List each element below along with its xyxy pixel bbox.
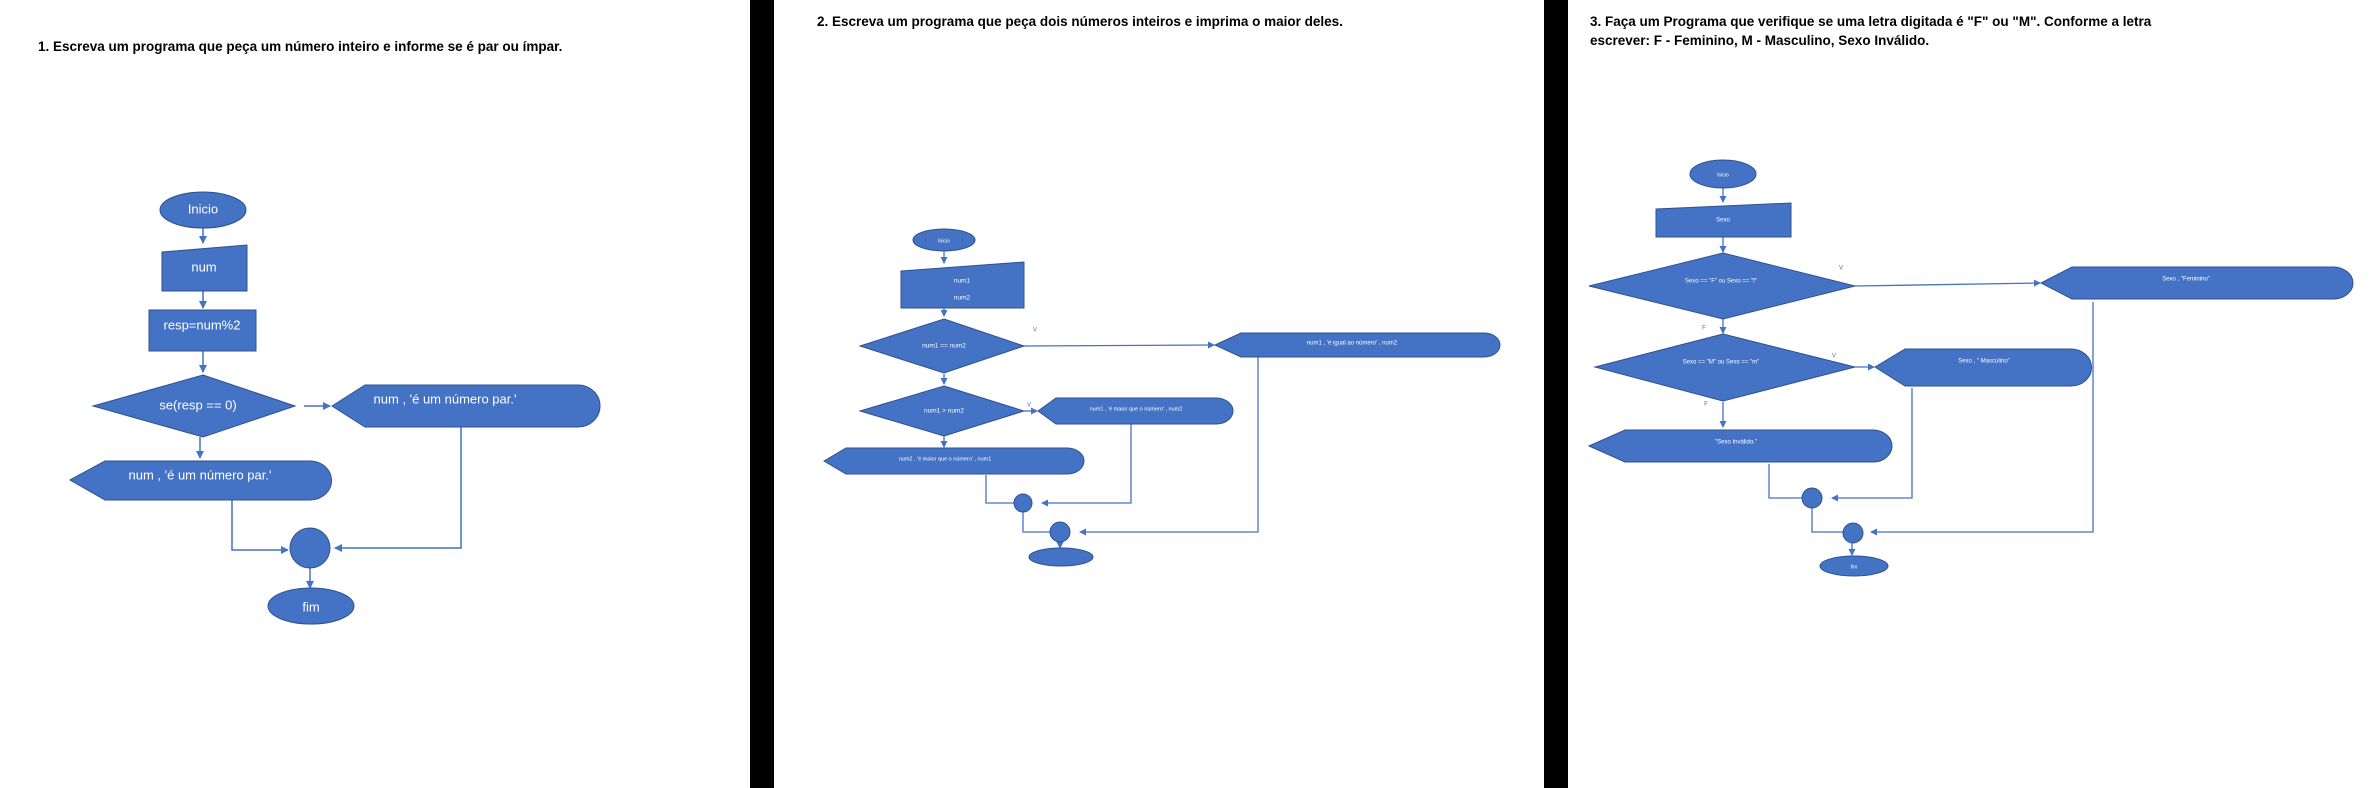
display-output-feminino (2039, 266, 2354, 300)
no-label-1: F (1702, 326, 1706, 332)
end-terminal (1028, 547, 1094, 567)
yes-label-1: V (1839, 266, 1843, 272)
flowchart-2: Inicio num1 num2 num1 == num2 num1 , 'é … (823, 228, 1501, 567)
panel-divider (750, 0, 774, 788)
connector-node (289, 527, 331, 569)
start-terminal (159, 191, 247, 229)
connector (1854, 279, 2041, 287)
panel-divider (1544, 0, 1568, 788)
display-output-masculino (1874, 348, 2093, 387)
connector-node (1049, 521, 1071, 543)
input-label: num (191, 259, 216, 274)
end-label: fim (302, 599, 319, 614)
yes-label-2: V (1832, 354, 1836, 360)
input-label: Sexo (1716, 218, 1730, 224)
decision-1-diamond (858, 318, 1026, 374)
input-label-1: num1 (954, 278, 971, 285)
output-greater-1-label: num1 , 'é maior que o número' , num2 (1090, 406, 1183, 412)
display-output-equal (1213, 332, 1501, 358)
connector (231, 500, 289, 554)
connector (1768, 464, 1810, 502)
flowchart-panel-3: 3. Faça um Programa que verifique se uma… (1568, 0, 2372, 788)
connector (1831, 388, 1913, 502)
display-output-greater-1 (1037, 397, 1234, 425)
decision-1-label: Sexo == "F" ou Sexo == "f" (1685, 279, 1757, 285)
yes-label-1: V (1033, 328, 1037, 334)
end-label: fim (1851, 564, 1858, 570)
connector (1023, 341, 1215, 349)
input-shape (900, 261, 1025, 309)
decision-diamond (91, 374, 297, 438)
output-left-label: num , 'é um número par.' (129, 467, 272, 482)
input-shape (161, 244, 248, 292)
display-output-right (331, 384, 601, 428)
output-right-label: num , 'é um número par.' (374, 391, 517, 406)
output-feminino-label: Sexo , "Feminino" (2162, 277, 2210, 283)
connector (1870, 302, 2094, 536)
decision-label: se(resp == 0) (159, 397, 236, 412)
decision-1-diamond (1588, 252, 1856, 320)
process-label: resp=num%2 (164, 317, 241, 332)
panel-3-title-line-1: 3. Faça um Programa que verifique se uma… (1590, 14, 2152, 29)
output-masculino-label: Sexo , " Masculino" (1958, 359, 2010, 365)
display-output-greater-2 (823, 447, 1085, 475)
decision-2-diamond (1593, 333, 1856, 402)
connector (334, 427, 462, 552)
start-label: Inicio (938, 238, 950, 244)
decision-2-label: Sexo == "M" ou Sexo == "m" (1683, 360, 1760, 366)
connector (1811, 507, 1851, 536)
process-box (148, 309, 257, 352)
output-greater-2-label: num2 , 'é maior que o número' , num1 (899, 456, 992, 462)
start-label: Inicio (1717, 172, 1729, 178)
panel-3-title-line-2: escrever: F - Feminino, M - Masculino, S… (1590, 33, 1930, 48)
connector-node (1013, 493, 1033, 513)
end-terminal (1819, 555, 1889, 577)
connector-node (1842, 522, 1864, 544)
input-shape (1655, 202, 1792, 238)
display-output-left (68, 460, 333, 501)
panel-2-title: 2. Escreva um programa que peça dois núm… (817, 14, 1343, 29)
decision-2-diamond (858, 385, 1026, 437)
yes-label-2: V (1027, 403, 1031, 409)
flowchart-1: Inicio num resp=num%2 se(resp == 0) num … (68, 191, 601, 625)
connector (985, 475, 1022, 507)
input-label-2: num2 (954, 295, 971, 302)
start-terminal (1689, 159, 1757, 189)
connector-node (1801, 487, 1823, 509)
panel-1-title: 1. Escreva um programa que peça um númer… (38, 39, 563, 54)
no-label-2: F (1704, 402, 1708, 408)
end-terminal (267, 587, 355, 625)
output-equal-label: num1 , 'é igual ao número' , num2 (1307, 341, 1398, 347)
connector (1041, 422, 1132, 507)
flowchart-panel-2: 2. Escreva um programa que peça dois núm… (774, 0, 1544, 788)
flowchart-panel-1: 1. Escreva um programa que peça um númer… (0, 0, 750, 788)
connector (1079, 357, 1259, 536)
decision-1-label: num1 == num2 (922, 343, 966, 350)
start-terminal (912, 228, 976, 252)
flowchart-3: Inicio Sexo Sexo == "F" ou Sexo == "f" S… (1587, 159, 2354, 577)
connector (1022, 510, 1060, 536)
output-invalido-label: "Sexo Inválido." (1715, 440, 1757, 446)
decision-2-label: num1 > num2 (924, 408, 964, 415)
start-label: Inicio (188, 201, 218, 216)
display-output-invalido (1587, 429, 1893, 463)
